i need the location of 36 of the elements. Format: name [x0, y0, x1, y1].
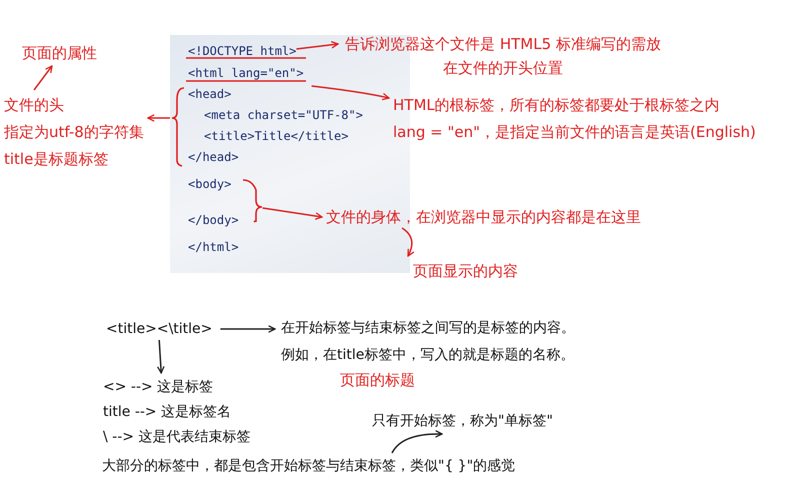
- code-line: <body>: [188, 176, 232, 193]
- note-text: 例如，在title标签中，写入的就是标题的名称。: [281, 346, 575, 365]
- code-line: </head>: [188, 149, 240, 166]
- annotation-text: 指定为utf-8的字符集: [4, 122, 144, 143]
- arrow: [220, 325, 276, 333]
- arrow: [33, 65, 53, 90]
- note-text: 大部分的标签中，都是包含开始标签与结束标签，类似"{ }"的感觉: [102, 455, 516, 477]
- code-line: </body>: [188, 212, 239, 229]
- note-text: <> --> 这是标签: [103, 378, 214, 397]
- annotation-text: 文件的身体，在浏览器中显示的内容都是在这里: [326, 206, 641, 228]
- tag-example: <title><\title>: [106, 318, 212, 340]
- code-line: <!DOCTYPE html>: [188, 40, 296, 62]
- annotation-text: 页面显示的内容: [413, 260, 518, 282]
- note-text: 只有开始标签，称为"单标签": [372, 410, 553, 432]
- arrow: [262, 207, 323, 220]
- arrow: [402, 227, 414, 257]
- annotation-text: title是标题标签: [4, 149, 110, 170]
- annotation-text: HTML的根标签，所有的标签都要处于根标签之内: [393, 95, 721, 116]
- arrow: [147, 114, 170, 122]
- annotation-text: 页面的属性: [22, 42, 97, 64]
- code-line: <head>: [188, 86, 232, 103]
- code-line: <html lang="en">: [188, 62, 304, 84]
- annotation-text: 文件的头: [4, 95, 65, 116]
- arrow: [391, 430, 443, 454]
- arrow: [312, 85, 390, 100]
- code-line: </html>: [188, 240, 239, 254]
- arrow: [156, 340, 165, 374]
- note-text: title --> 这是标签名: [103, 403, 232, 422]
- annotation-text: 页面的标题: [340, 371, 415, 390]
- code-line: <meta charset="UTF-8">: [203, 107, 363, 124]
- arrow: [296, 40, 339, 50]
- note-text: 在开始标签与结束标签之间写的是标签的内容。: [281, 319, 575, 338]
- annotation-text: 告诉浏览器这个文件是 HTML5 标准编写的需放在文件的开头位置: [340, 32, 666, 80]
- code-line: <title>Title</title>: [203, 128, 350, 145]
- note-text: \ --> 这是代表结束标签: [103, 428, 250, 447]
- annotation-text: lang = "en"，是指定当前文件的语言是英语(English): [393, 122, 756, 143]
